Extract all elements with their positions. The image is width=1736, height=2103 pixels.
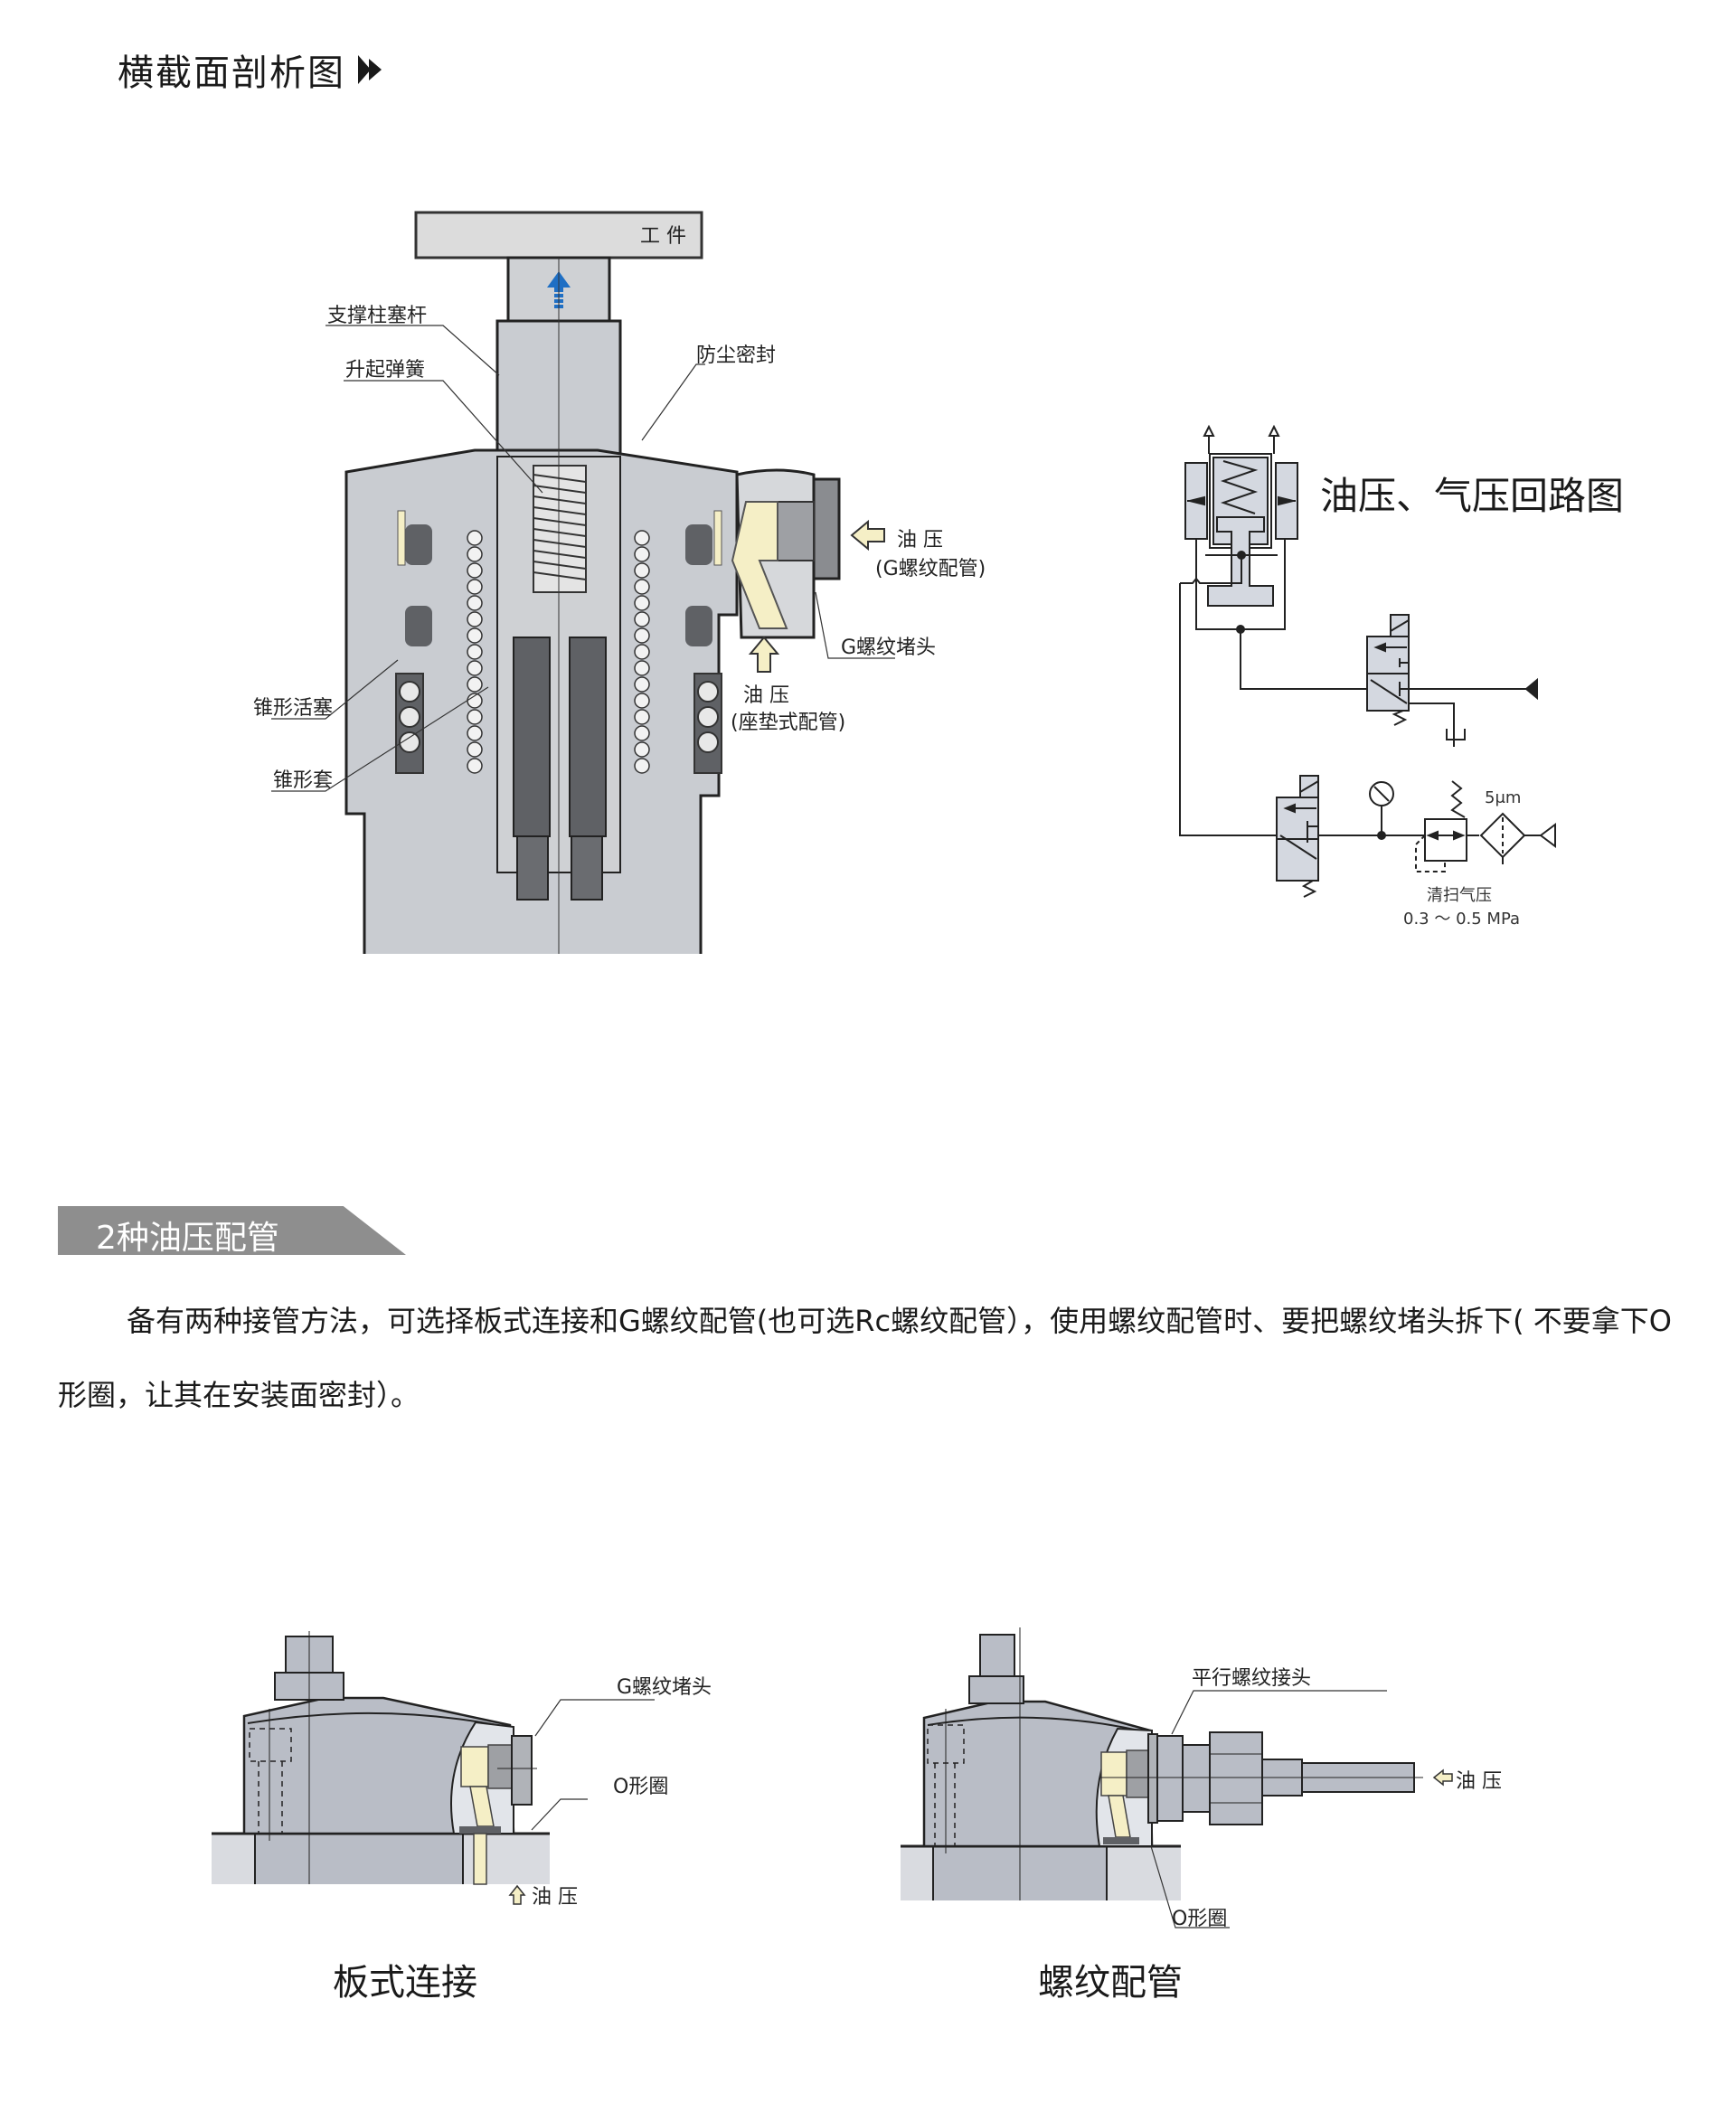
ball-column-left — [467, 530, 483, 774]
label-taper-piston: 锥形活塞 — [253, 697, 334, 720]
piping-description: 备有两种接管方法，可选择板式连接和G螺纹配管(也可选Rc螺纹配管），使用螺纹配管… — [58, 1304, 1672, 1412]
bearing-right — [693, 673, 722, 774]
workpiece-block — [414, 211, 703, 259]
cross-section-diagram: 工 件 支撑柱塞杆 升起弹簧 防尘密封 油 压 (G螺纹配管) G螺纹堵头 油 … — [253, 203, 1013, 1096]
plate-connection-drawing — [212, 1631, 655, 1905]
label-oil-g-thread-2: (G螺纹配管) — [875, 558, 986, 580]
purge-air-label: 清扫气压 — [1427, 886, 1492, 905]
label-o-ring: O形圈 — [1172, 1908, 1228, 1930]
label-g-thread-plug: G螺纹堵头 — [617, 1676, 712, 1699]
caption-thread-piping: 螺纹配管 — [1038, 1962, 1183, 2004]
g-thread-plug — [812, 477, 841, 580]
label-oil-g-thread-1: 油 压 — [897, 529, 943, 552]
thread-insert — [777, 501, 815, 561]
ball-column-right — [634, 530, 650, 774]
g-thread-plug-small — [511, 1735, 533, 1806]
label-lift-spring: 升起弹簧 — [345, 359, 426, 382]
label-support-plunger: 支撑柱塞杆 — [327, 305, 428, 327]
section-title-cross-section: 横截面剖析图 — [118, 43, 385, 96]
cross-section-drawing — [253, 211, 895, 1096]
circuit-diagram: 5μm 清扫气压 0.3 ～ 0.5 MPa — [1157, 398, 1582, 940]
thread-piping-drawing — [901, 1627, 1453, 1929]
circuit-title: 油压、气压回路图 — [1320, 474, 1625, 518]
label-taper-sleeve: 锥形套 — [273, 769, 334, 792]
label-o-ring: O形圈 — [613, 1776, 669, 1798]
circuit-drawing — [1179, 424, 1556, 898]
label-parallel-fitting: 平行螺纹接头 — [1192, 1667, 1312, 1690]
label-dust-seal: 防尘密封 — [696, 344, 777, 367]
label-oil-gasket-2: (座垫式配管) — [731, 712, 846, 734]
double-play-arrow-icon — [358, 53, 385, 86]
figure-thread-piping: 平行螺纹接头 油 压 O形圈 — [895, 1609, 1646, 1953]
banner-text: 2种油压配管 — [96, 1220, 279, 1257]
parallel-fitting — [1156, 1735, 1184, 1822]
pressure-range-label: 0.3 ～ 0.5 MPa — [1403, 910, 1521, 929]
label-g-thread-plug: G螺纹堵头 — [841, 637, 937, 659]
oil-arrow-left-icon — [1432, 1768, 1453, 1787]
section-banner-piping: 2种油压配管 — [58, 1206, 406, 1257]
oil-passage — [731, 501, 788, 629]
sleeve-right — [569, 637, 607, 837]
figure-plate-connection: G螺纹堵头 O形圈 油 压 — [199, 1609, 760, 1917]
label-oil-pressure: 油 压 — [532, 1886, 578, 1909]
bearing-left — [395, 673, 424, 774]
sleeve-left — [513, 637, 551, 837]
seal-left-upper — [405, 524, 432, 565]
banner-background — [58, 1206, 406, 1255]
section-title-text: 横截面剖析图 — [118, 52, 345, 94]
oil-arrow-up-icon — [508, 1884, 526, 1905]
workpiece-label: 工 件 — [640, 225, 686, 248]
lift-spring — [533, 465, 587, 593]
oil-arrow-up-icon — [748, 636, 780, 673]
caption-plate-connection: 板式连接 — [333, 1962, 477, 2004]
label-oil-pressure: 油 压 — [1456, 1770, 1502, 1793]
seal-right-upper — [685, 524, 712, 565]
label-oil-gasket-1: 油 压 — [743, 684, 789, 707]
oil-arrow-left-icon — [850, 519, 885, 552]
filter-size-label: 5μm — [1485, 788, 1522, 807]
